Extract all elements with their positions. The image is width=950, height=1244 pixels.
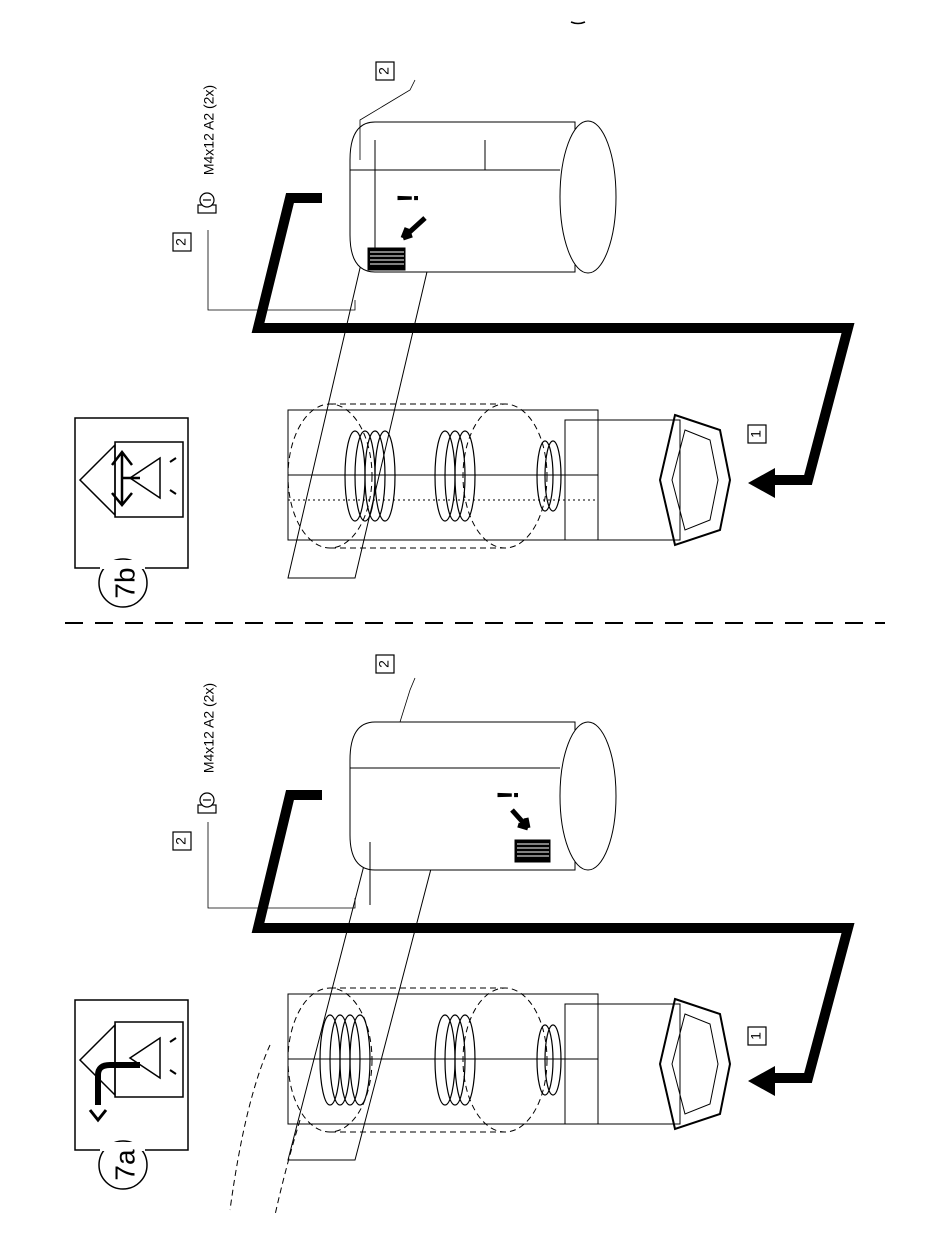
- cover-cylinder-7a: [350, 722, 616, 870]
- screw-spec-7a: M4x12 A2 (2x): [201, 683, 217, 773]
- filter-sheet-7b: [288, 225, 438, 578]
- callout-screw-7b: 2: [173, 238, 189, 246]
- callout-unit-7b: 1: [748, 430, 764, 438]
- panel-7a: 7a: [75, 655, 848, 1215]
- warning-mark-7b: !: [392, 193, 425, 203]
- filter-sheet-7a: [288, 842, 438, 1160]
- step-label-7a: 7a: [109, 1149, 140, 1181]
- step-label-7b: 7b: [109, 567, 140, 598]
- warning-mark-7a: !: [492, 790, 525, 800]
- grille-7b: [368, 248, 405, 270]
- scan-mark: [571, 22, 585, 24]
- cover-leader-7a: [400, 678, 415, 722]
- ventilation-unit-7a: [230, 988, 730, 1215]
- ventilation-unit-7b: [288, 404, 730, 548]
- callout-screw-7a: 2: [173, 837, 189, 845]
- panel-7b: 7b: [75, 62, 848, 607]
- screw-icon-7b: [198, 193, 216, 213]
- step-badge-7b: 7b: [75, 418, 188, 607]
- callout-unit-7a: 1: [748, 1032, 764, 1040]
- screw-spec-7b: M4x12 A2 (2x): [201, 85, 217, 175]
- screw-icon-7a: [198, 793, 216, 813]
- callout-cover-7a: 2: [376, 660, 392, 668]
- grille-7a: [515, 840, 550, 862]
- arrow-head-7a: [748, 1066, 775, 1096]
- step-badge-7a: 7a: [75, 1000, 188, 1189]
- arrow-head-7b: [748, 468, 775, 498]
- callout-cover-7b: 2: [376, 67, 392, 75]
